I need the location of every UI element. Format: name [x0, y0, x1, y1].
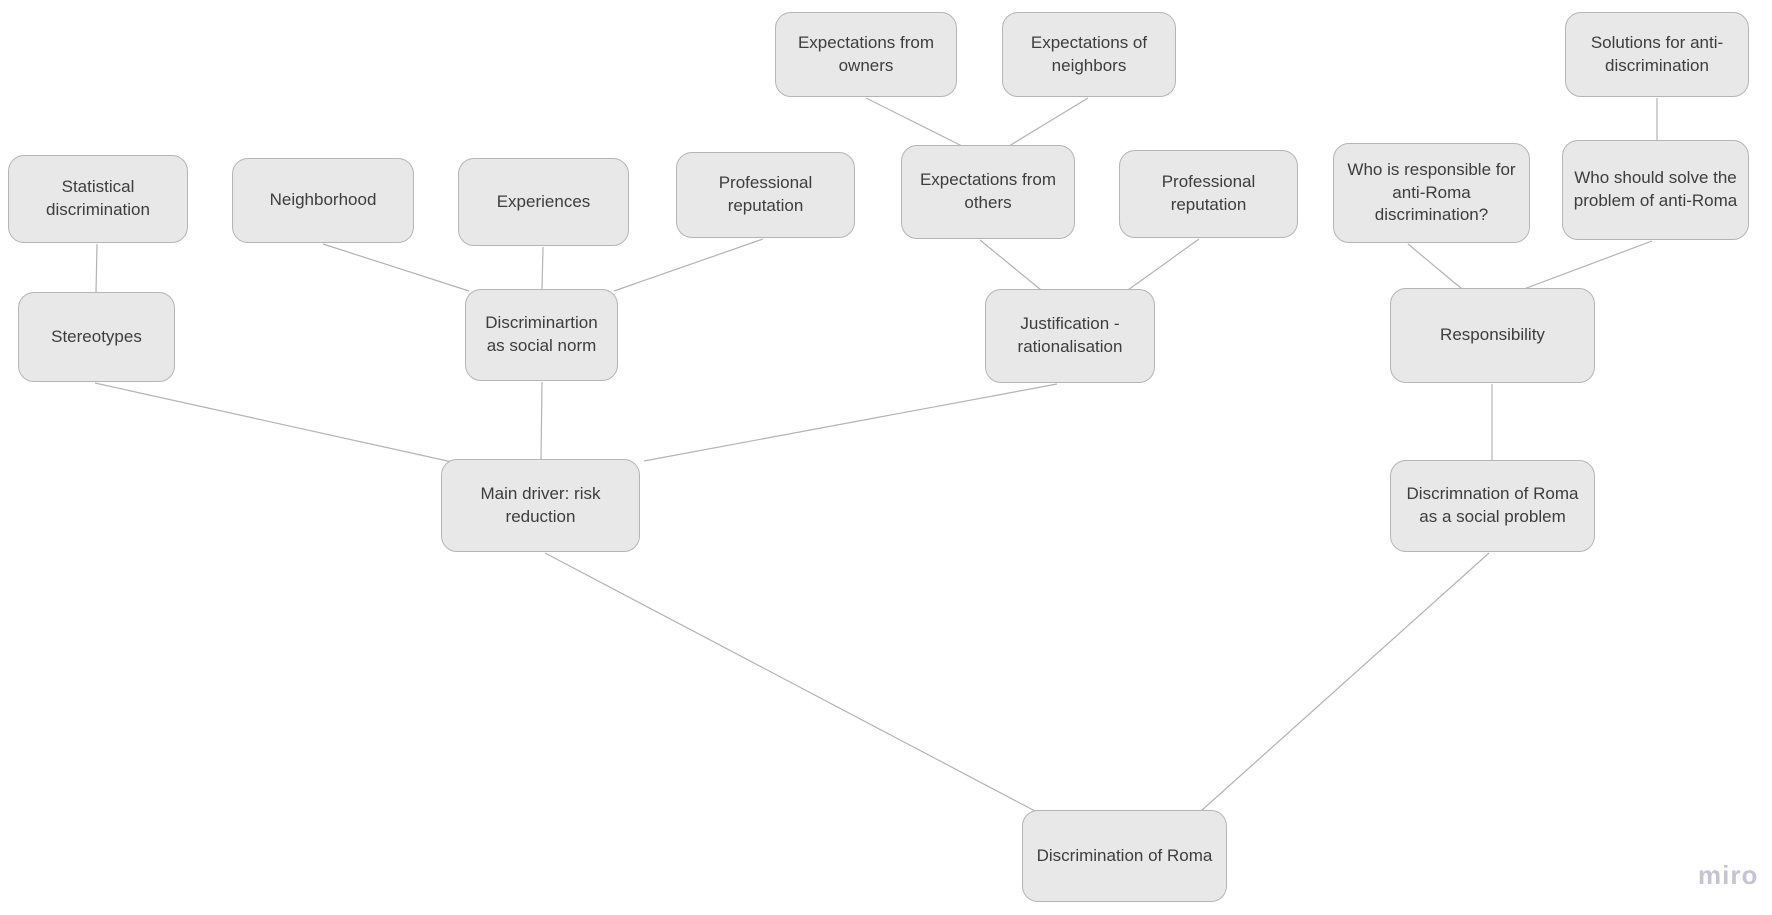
connector-statistical-discrimination--stereotypes[interactable] — [95, 243, 98, 294]
mindmap-node-professional-reputation-1[interactable]: Professional reputation — [676, 152, 855, 238]
mindmap-node-who-should-solve[interactable]: Who should solve the problem of anti-Rom… — [1562, 140, 1749, 240]
mindmap-node-neighborhood[interactable]: Neighborhood — [232, 158, 414, 243]
connector-who-responsible--responsibility[interactable] — [1407, 243, 1463, 290]
mindmap-node-discrimination-of-roma[interactable]: Discrimination of Roma — [1022, 810, 1227, 902]
connector-neighborhood--discrimination-social-norm[interactable] — [322, 243, 470, 292]
connector-expectations-neighbors--expectations-from-others[interactable] — [1008, 97, 1089, 147]
mindmap-node-stereotypes[interactable]: Stereotypes — [18, 292, 175, 382]
connector-discrimination-social-norm--main-driver[interactable] — [540, 381, 543, 461]
mindmap-node-expectations-owners[interactable]: Expectations from owners — [775, 12, 957, 97]
connector-professional-reputation-1--discrimination-social-norm[interactable] — [613, 238, 764, 292]
mindmap-node-justification-rationalisation[interactable]: Justification - rationalisation — [985, 289, 1155, 383]
mindmap-node-responsibility[interactable]: Responsibility — [1390, 288, 1595, 383]
miro-watermark: miro — [1698, 860, 1759, 890]
connector-discrimination-social-problem--discrimination-of-roma[interactable] — [1200, 552, 1490, 812]
mindmap-node-solutions-anti-discrimination[interactable]: Solutions for anti-discrimination — [1565, 12, 1749, 97]
mindmap-node-professional-reputation-2[interactable]: Professional reputation — [1119, 150, 1298, 238]
connector-professional-reputation-2--justification-rationalisation[interactable] — [1127, 238, 1200, 291]
connector-justification-rationalisation--main-driver[interactable] — [643, 383, 1058, 462]
mindmap-node-statistical-discrimination[interactable]: Statistical discrimination — [8, 155, 188, 243]
mindmap-node-discrimination-social-problem[interactable]: Discrimnation of Roma as a social proble… — [1390, 460, 1595, 552]
mindmap-node-expectations-from-others[interactable]: Expectations from others — [901, 145, 1075, 239]
connector-who-should-solve--responsibility[interactable] — [1523, 240, 1653, 290]
connector-experiences--discrimination-social-norm[interactable] — [541, 246, 544, 291]
connector-main-driver--discrimination-of-roma[interactable] — [544, 552, 1036, 812]
mindmap-node-experiences[interactable]: Experiences — [458, 158, 629, 246]
mindmap-node-who-responsible[interactable]: Who is responsible for anti-Roma discrim… — [1333, 143, 1530, 243]
mindmap-node-expectations-neighbors[interactable]: Expectations of neighbors — [1002, 12, 1176, 97]
connector-stereotypes--main-driver[interactable] — [94, 382, 453, 463]
connector-expectations-owners--expectations-from-others[interactable] — [865, 97, 963, 147]
mindmap-node-discrimination-social-norm[interactable]: Discriminartion as social norm — [465, 289, 618, 381]
connector-expectations-from-others--justification-rationalisation[interactable] — [979, 239, 1042, 291]
mindmap-node-main-driver[interactable]: Main driver: risk reduction — [441, 459, 640, 552]
